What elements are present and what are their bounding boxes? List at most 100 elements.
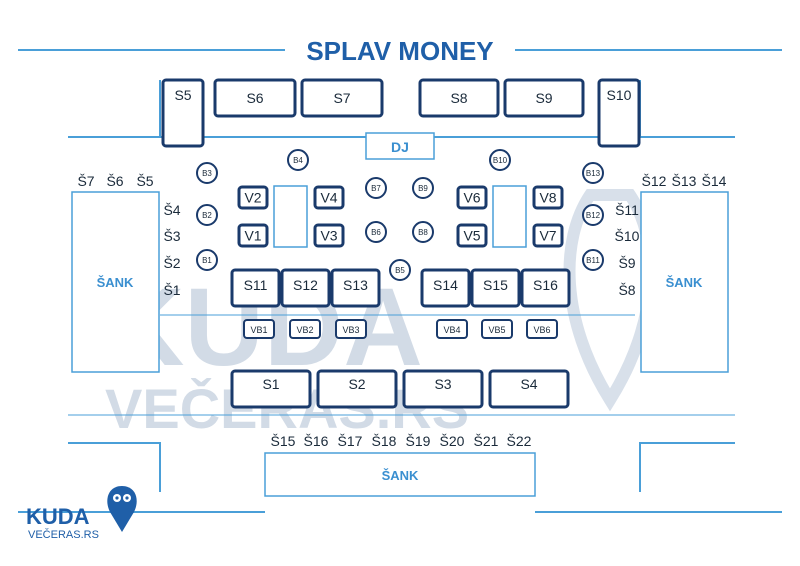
owl-pin-icon: [107, 486, 137, 532]
table-b11[interactable]: B11: [582, 249, 604, 271]
wall-bottom-left: [68, 442, 161, 492]
table-v7[interactable]: V7: [532, 223, 564, 248]
table-label: B12: [586, 211, 601, 220]
bar-seat-Š3[interactable]: Š3: [163, 228, 180, 244]
table-b13[interactable]: B13: [582, 162, 604, 184]
table-s4[interactable]: S4: [488, 369, 570, 409]
table-label: B6: [371, 228, 381, 237]
table-s10[interactable]: S10: [597, 78, 641, 148]
bar-seat-Š5[interactable]: Š5: [136, 173, 153, 189]
bar-seat-Š16[interactable]: Š16: [304, 433, 329, 449]
table-s3[interactable]: S3: [402, 369, 484, 409]
bar-seat-Š12[interactable]: Š12: [642, 173, 667, 189]
table-shape: [418, 78, 500, 118]
table-b7[interactable]: B7: [365, 177, 387, 199]
bar-right-rect: [640, 191, 729, 373]
bar-left[interactable]: ŠANK: [71, 191, 160, 373]
table-s9[interactable]: S9: [503, 78, 585, 118]
table-label: B4: [293, 156, 303, 165]
bar-seat-Š15[interactable]: Š15: [271, 433, 296, 449]
table-shape: [436, 319, 468, 339]
table-b8[interactable]: B8: [412, 221, 434, 243]
table-shape: [289, 319, 321, 339]
table-v8[interactable]: V8: [532, 185, 564, 210]
table-shape: [237, 185, 269, 210]
bar-seat-Š11[interactable]: Š11: [615, 202, 639, 218]
table-v1[interactable]: V1: [237, 223, 269, 248]
table-label: B9: [418, 184, 428, 193]
bar-bottom-label: ŠANK: [382, 468, 419, 483]
table-vb6[interactable]: VB6: [526, 319, 558, 339]
table-s15[interactable]: S15: [470, 268, 521, 308]
dj-booth[interactable]: DJ: [365, 132, 435, 160]
table-s1[interactable]: S1: [230, 369, 312, 409]
table-b5[interactable]: B5: [389, 259, 411, 281]
table-shape: [287, 149, 309, 171]
bar-seat-Š13[interactable]: Š13: [672, 173, 697, 189]
table-shape: [582, 249, 604, 271]
table-s11[interactable]: S11: [230, 268, 281, 308]
table-b1[interactable]: B1: [196, 249, 218, 271]
bar-seat-Š2[interactable]: Š2: [163, 255, 180, 271]
bar-seat-Š20[interactable]: Š20: [440, 433, 465, 449]
bar-seat-Š10[interactable]: Š10: [615, 228, 640, 244]
table-b4[interactable]: B4: [287, 149, 309, 171]
table-v5[interactable]: V5: [456, 223, 488, 248]
table-v2[interactable]: V2: [237, 185, 269, 210]
table-s8[interactable]: S8: [418, 78, 500, 118]
bar-right[interactable]: ŠANK: [640, 191, 729, 373]
table-vb4[interactable]: VB4: [436, 319, 468, 339]
bar-seat-Š22[interactable]: Š22: [507, 433, 532, 449]
table-v4[interactable]: V4: [313, 185, 345, 210]
table-label: S9: [535, 90, 552, 106]
table-vb2[interactable]: VB2: [289, 319, 321, 339]
table-v6[interactable]: V6: [456, 185, 488, 210]
table-label: S7: [333, 90, 350, 106]
bar-seat-Š7[interactable]: Š7: [77, 173, 94, 189]
table-s2[interactable]: S2: [316, 369, 398, 409]
table-s13[interactable]: S13: [330, 268, 381, 308]
table-label: V3: [320, 228, 337, 244]
table-label: V4: [320, 190, 337, 206]
bar-left-label: ŠANK: [97, 275, 134, 290]
table-v3[interactable]: V3: [313, 223, 345, 248]
bar-seat-Š9[interactable]: Š9: [618, 255, 635, 271]
logo: KUDA VEČERAS.RS: [26, 486, 137, 541]
table-b2[interactable]: B2: [196, 204, 218, 226]
table-vb5[interactable]: VB5: [481, 319, 513, 339]
table-vb1[interactable]: VB1: [243, 319, 275, 339]
table-s7[interactable]: S7: [300, 78, 384, 118]
bar-seat-Š4[interactable]: Š4: [163, 202, 180, 218]
table-s16[interactable]: S16: [520, 268, 571, 308]
bar-seat-Š14[interactable]: Š14: [702, 173, 727, 189]
table-s12[interactable]: S12: [280, 268, 331, 308]
table-label: B7: [371, 184, 381, 193]
table-b6[interactable]: B6: [365, 221, 387, 243]
bar-seat-Š6[interactable]: Š6: [106, 173, 123, 189]
bar-seat-Š18[interactable]: Š18: [372, 433, 397, 449]
table-s14[interactable]: S14: [420, 268, 471, 308]
bar-seat-Š17[interactable]: Š17: [338, 433, 363, 449]
table-s6[interactable]: S6: [213, 78, 297, 118]
table-label: V8: [539, 190, 556, 206]
table-s5[interactable]: S5: [161, 78, 205, 148]
table-label: VB3: [342, 325, 359, 335]
table-shape: [313, 223, 345, 248]
bar-seat-Š21[interactable]: Š21: [474, 433, 499, 449]
table-vb3[interactable]: VB3: [335, 319, 367, 339]
table-b10[interactable]: B10: [489, 149, 511, 171]
table-label: S10: [607, 87, 632, 103]
bar-bottom[interactable]: ŠANK: [264, 452, 536, 497]
bar-seat-Š1[interactable]: Š1: [163, 282, 180, 298]
table-label: S14: [433, 277, 458, 293]
bar-seat-Š19[interactable]: Š19: [406, 433, 431, 449]
table-label: B8: [418, 228, 428, 237]
bar-seat-Š8[interactable]: Š8: [618, 282, 635, 298]
table-b3[interactable]: B3: [196, 162, 218, 184]
table-shape: [412, 221, 434, 243]
table-shape: [365, 221, 387, 243]
table-b12[interactable]: B12: [582, 204, 604, 226]
table-b9[interactable]: B9: [412, 177, 434, 199]
table-shape: [481, 319, 513, 339]
